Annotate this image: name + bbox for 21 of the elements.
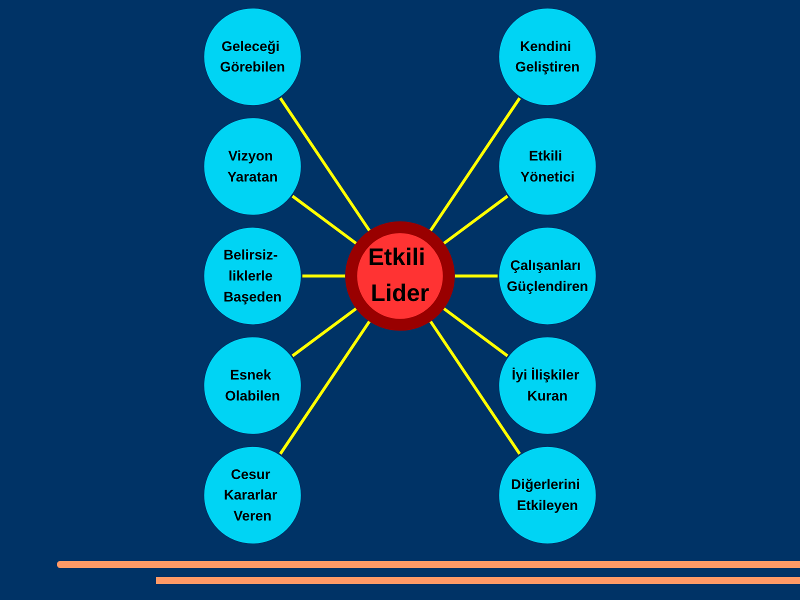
- trait-circle: İyi İlişkiler Kuran: [498, 336, 597, 435]
- connector-line: [279, 97, 371, 232]
- trait-circle: Cesur Kararlar Veren: [203, 446, 302, 545]
- connector-line: [454, 274, 498, 278]
- connector-line: [443, 307, 508, 358]
- trait-circle: Esnek Olabilen: [203, 336, 302, 435]
- trait-circle: Vizyon Yaratan: [203, 117, 302, 216]
- trait-circle: Geleceği Görebilen: [203, 7, 302, 106]
- trait-circle: Diğerlerini Etkileyen: [498, 446, 597, 545]
- trait-circle: Etkili Yönetici: [498, 117, 597, 216]
- trait-circle: Belirsiz- liklerle Başeden: [203, 226, 302, 326]
- connector-line: [302, 274, 346, 278]
- connector-line: [429, 320, 521, 455]
- trait-circle: Kendini Geliştiren: [498, 7, 597, 106]
- trait-circle: Çalışanları Güçlendiren: [498, 226, 597, 326]
- connector-line: [279, 320, 371, 455]
- connector-line: [429, 97, 521, 232]
- connector-line: [443, 194, 508, 245]
- connector-line: [292, 194, 357, 245]
- hub-circle: Etkili Lider: [345, 221, 455, 331]
- connector-line: [292, 307, 357, 358]
